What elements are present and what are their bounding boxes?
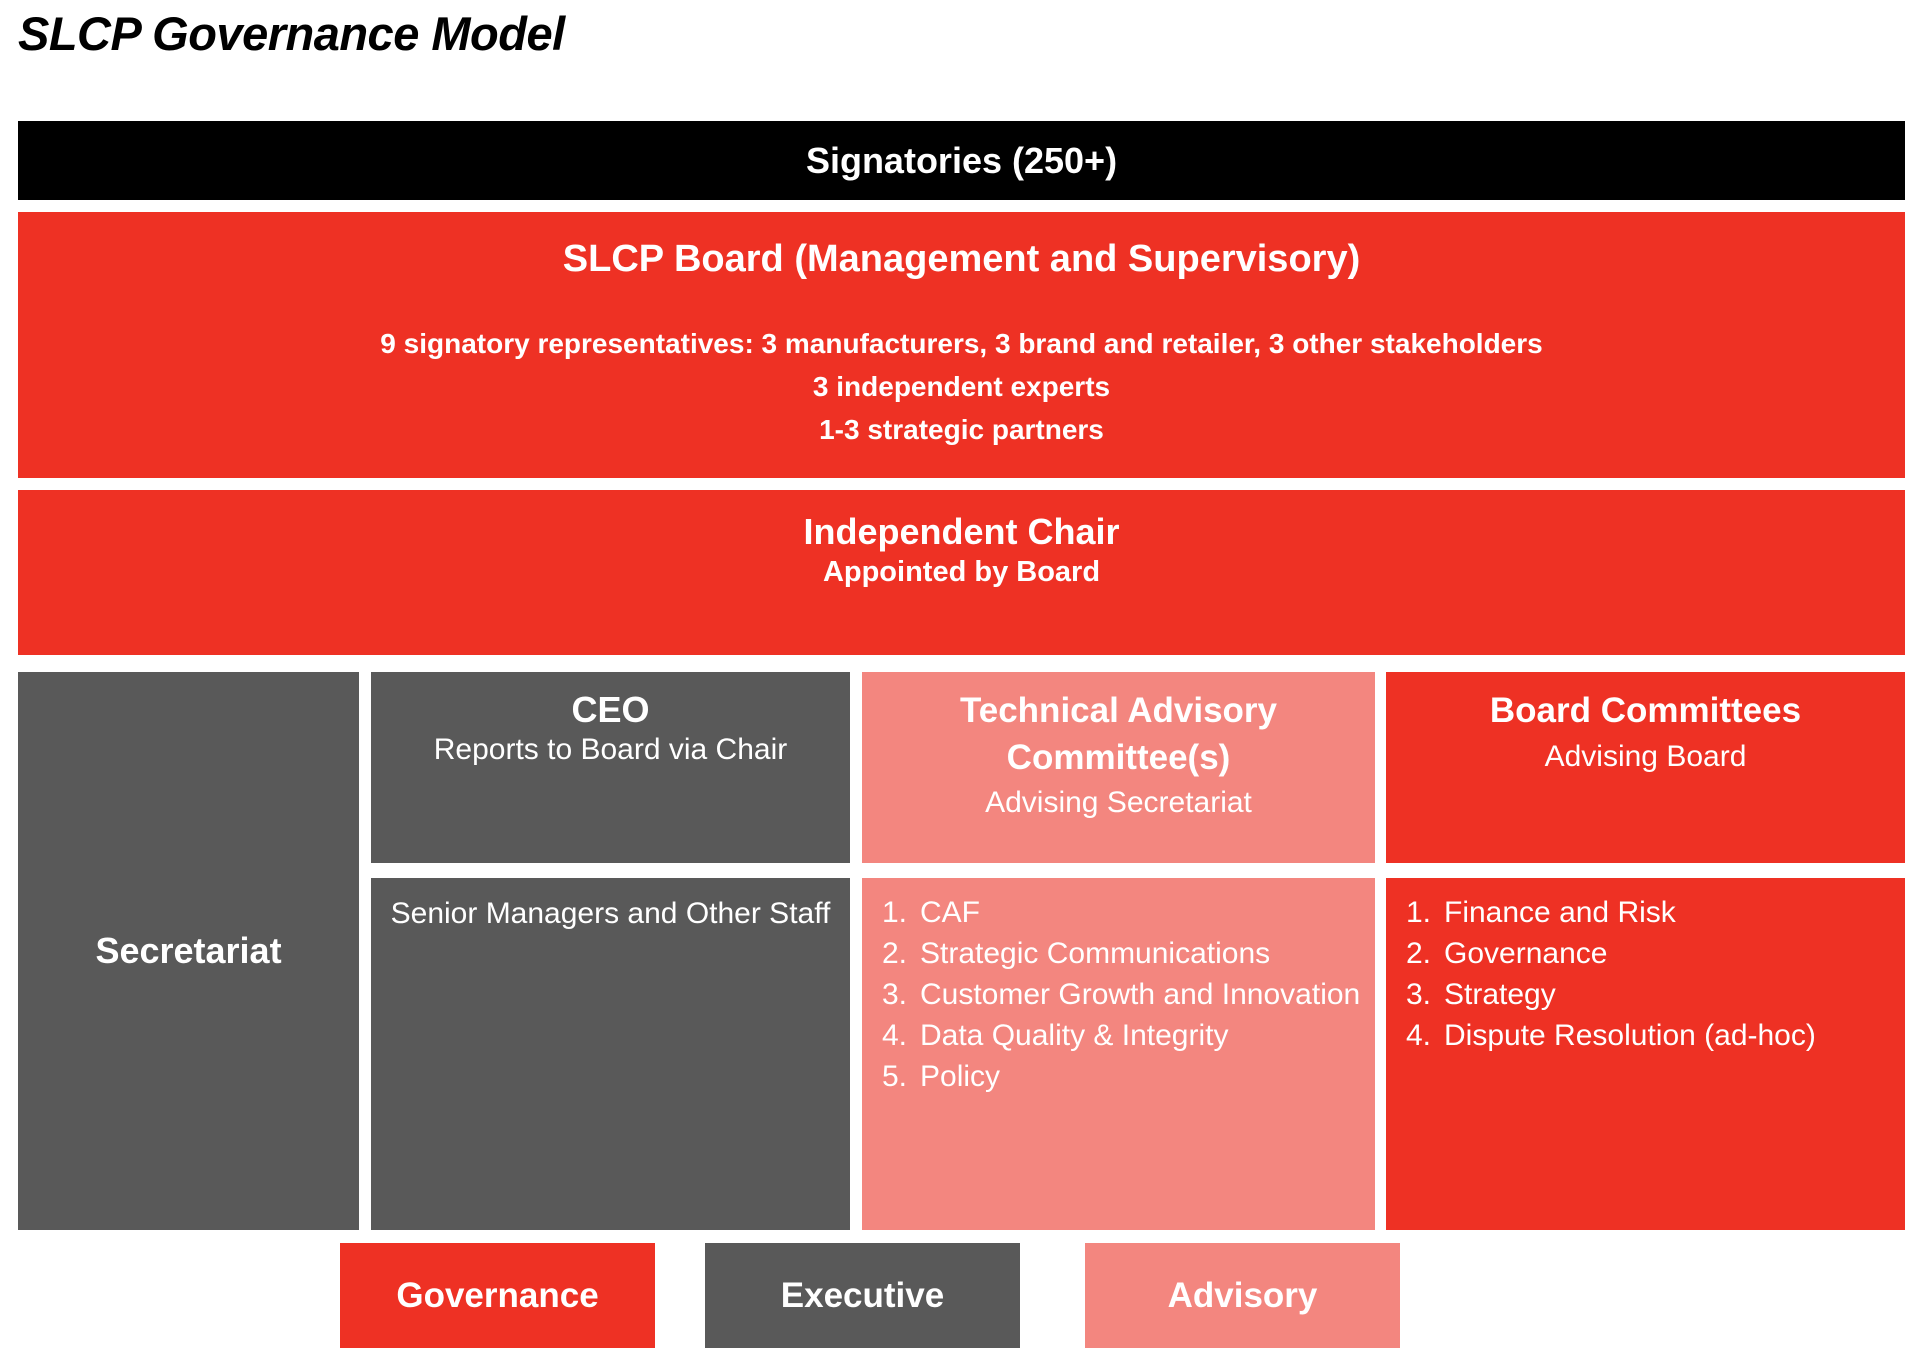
- list-item-label: Strategy: [1444, 978, 1556, 1012]
- board-committees-title: Board Committees: [1489, 691, 1802, 730]
- technical-advisory-committee-box: Technical Advisory Committee(s) Advising…: [862, 672, 1375, 863]
- board-composition-line-1: 9 signatory representatives: 3 manufactu…: [380, 327, 1543, 359]
- list-item-label: Finance and Risk: [1444, 896, 1676, 929]
- list-item-label: Governance: [1444, 937, 1608, 971]
- list-item: 4. Dispute Resolution (ad-hoc): [1406, 1015, 1895, 1056]
- list-item-number: 2.: [1406, 937, 1432, 971]
- ceo-title: CEO: [571, 689, 650, 730]
- slcp-board-composition: 9 signatory representatives: 3 manufactu…: [380, 322, 1542, 452]
- list-item-label: Policy: [920, 1060, 1001, 1094]
- ceo-subtitle: Reports to Board via Chair: [433, 732, 788, 766]
- list-item-label: CAF: [920, 896, 980, 929]
- list-item-number: 1.: [882, 896, 908, 929]
- technical-advisory-committee-list: 1. CAF 2. Strategic Communications 3. Custome…: [882, 892, 1365, 1097]
- list-item-number: 1.: [1406, 896, 1432, 929]
- board-composition-line-2: 3 independent experts: [812, 371, 1111, 403]
- independent-chair-subtitle: Appointed by Board: [822, 556, 1101, 589]
- technical-advisory-committee-title: Technical Advisory Committee(s): [959, 691, 1278, 777]
- list-item-label: Strategic Communications: [920, 937, 1271, 971]
- list-item-label: Customer Growth and Innovation: [920, 978, 1361, 1012]
- legend-executive-label: Executive: [780, 1275, 945, 1315]
- page-title: SLCP Governance Model: [18, 7, 565, 60]
- list-item: 2. Governance: [1406, 933, 1895, 974]
- list-item-number: 4.: [882, 1019, 908, 1053]
- list-item-number: 4.: [1406, 1019, 1432, 1053]
- slcp-board-title: SLCP Board (Management and Supervisory): [562, 238, 1361, 280]
- list-item-number: 3.: [882, 978, 908, 1012]
- list-item: 1. Finance and Risk: [1406, 892, 1895, 933]
- slcp-board-banner: SLCP Board (Management and Supervisory) …: [18, 212, 1905, 478]
- technical-advisory-committee-list-box: 1. CAF 2. Strategic Communications 3. Custome…: [862, 878, 1375, 1230]
- list-item: 3. Customer Growth and Innovation: [882, 974, 1365, 1015]
- signatories-banner: Signatories (250+): [18, 121, 1905, 200]
- board-committees-box: Board Committees Advising Board: [1386, 672, 1905, 863]
- list-item: 1. CAF: [882, 892, 1365, 933]
- legend-governance-label: Governance: [396, 1275, 599, 1315]
- legend-item-advisory: Advisory: [1085, 1243, 1400, 1348]
- list-item-label: Dispute Resolution (ad-hoc): [1444, 1019, 1816, 1053]
- ceo-box: CEO Reports to Board via Chair: [371, 672, 850, 863]
- list-item: 4. Data Quality & Integrity: [882, 1015, 1365, 1056]
- list-item-label: Data Quality & Integrity: [920, 1019, 1229, 1053]
- secretariat-box: Secretariat: [18, 672, 359, 1230]
- technical-advisory-committee-subtitle: Advising Secretariat: [985, 786, 1252, 820]
- board-committees-subtitle: Advising Board: [1544, 739, 1747, 773]
- list-item-number: 5.: [882, 1060, 908, 1094]
- legend-advisory-label: Advisory: [1167, 1275, 1318, 1315]
- list-item: 2. Strategic Communications: [882, 933, 1365, 974]
- board-composition-line-3: 1-3 strategic partners: [819, 414, 1104, 446]
- legend-item-executive: Executive: [705, 1243, 1020, 1348]
- list-item-number: 2.: [882, 937, 908, 971]
- staff-label: Senior Managers and Other Staff: [390, 897, 831, 930]
- list-item-number: 3.: [1406, 978, 1432, 1012]
- staff-box: Senior Managers and Other Staff: [371, 878, 850, 1230]
- board-committees-list: 1. Finance and Risk 2. Governance 3. Strategy…: [1406, 892, 1895, 1056]
- independent-chair-banner: Independent Chair Appointed by Board: [18, 490, 1905, 655]
- secretariat-label: Secretariat: [95, 930, 282, 971]
- board-committees-list-box: 1. Finance and Risk 2. Governance 3. Strategy…: [1386, 878, 1905, 1230]
- signatories-label: Signatories (250+): [805, 139, 1118, 181]
- list-item: 5. Policy: [882, 1056, 1365, 1097]
- list-item: 3. Strategy: [1406, 974, 1895, 1015]
- independent-chair-title: Independent Chair: [803, 511, 1120, 552]
- legend-item-governance: Governance: [340, 1243, 655, 1348]
